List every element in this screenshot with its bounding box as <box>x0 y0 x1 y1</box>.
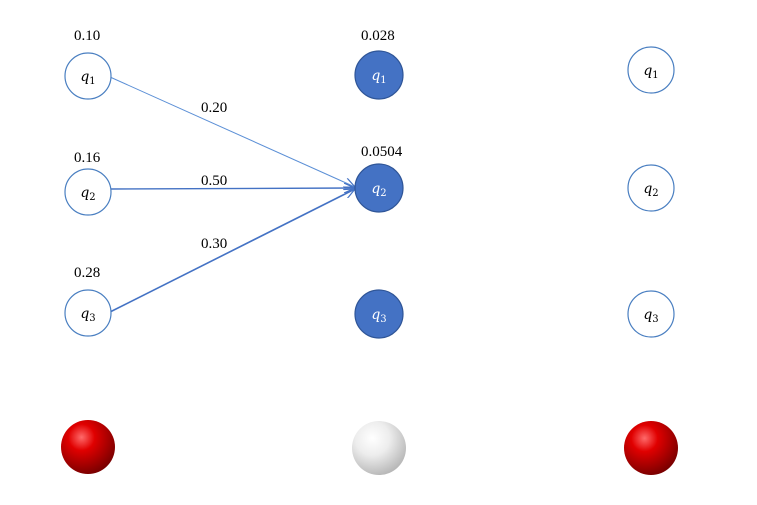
column-3: q1 q2 q3 <box>624 46 678 475</box>
state-prob-c1-q3: 0.28 <box>74 265 100 281</box>
state-node-c2-q2 <box>354 163 404 213</box>
state-label-c3-q3: q3 <box>643 307 658 325</box>
state-node-c1-q3 <box>64 289 112 337</box>
state-label-c2-q1: q1 <box>371 68 386 86</box>
state-label-c2-q2: q2 <box>371 181 386 199</box>
transition-weight-q1-q2: 0.20 <box>201 100 227 116</box>
white-ball-observation <box>352 421 406 475</box>
state-prob-c2-q1: 0.028 <box>361 28 395 44</box>
state-prob-c2-q2: 0.0504 <box>361 144 403 160</box>
transition-arrow-q1-q2 <box>109 76 355 187</box>
column-1: 0.10 q1 0.16 q2 0.28 q3 <box>61 28 115 474</box>
state-label-c1-q1: q1 <box>80 69 95 87</box>
transition-weight-q3-q2: 0.30 <box>201 236 227 252</box>
state-label-c3-q1: q1 <box>643 63 658 81</box>
state-node-c1-q2 <box>64 168 112 216</box>
state-prob-c1-q2: 0.16 <box>74 150 101 166</box>
transition-weight-q2-q2: 0.50 <box>201 173 227 189</box>
state-node-c3-q1 <box>627 46 675 94</box>
transitions: 0.20 0.50 0.30 <box>109 76 355 313</box>
state-node-c1-q1 <box>64 52 112 100</box>
state-label-c3-q2: q2 <box>643 181 658 199</box>
state-label-c1-q3: q3 <box>80 306 95 324</box>
transition-arrow-q3-q2 <box>109 188 355 313</box>
state-prob-c1-q1: 0.10 <box>74 28 100 44</box>
red-ball-observation <box>624 421 678 475</box>
transition-arrow-q2-q2 <box>109 188 355 189</box>
red-ball-observation <box>61 420 115 474</box>
state-node-c2-q3 <box>354 289 404 339</box>
column-2: 0.028 q1 0.0504 q2 q3 <box>352 28 406 475</box>
state-label-c1-q2: q2 <box>80 185 95 203</box>
state-node-c3-q3 <box>627 290 675 338</box>
state-node-c2-q1 <box>354 50 404 100</box>
state-node-c3-q2 <box>627 164 675 212</box>
state-label-c2-q3: q3 <box>371 307 386 325</box>
